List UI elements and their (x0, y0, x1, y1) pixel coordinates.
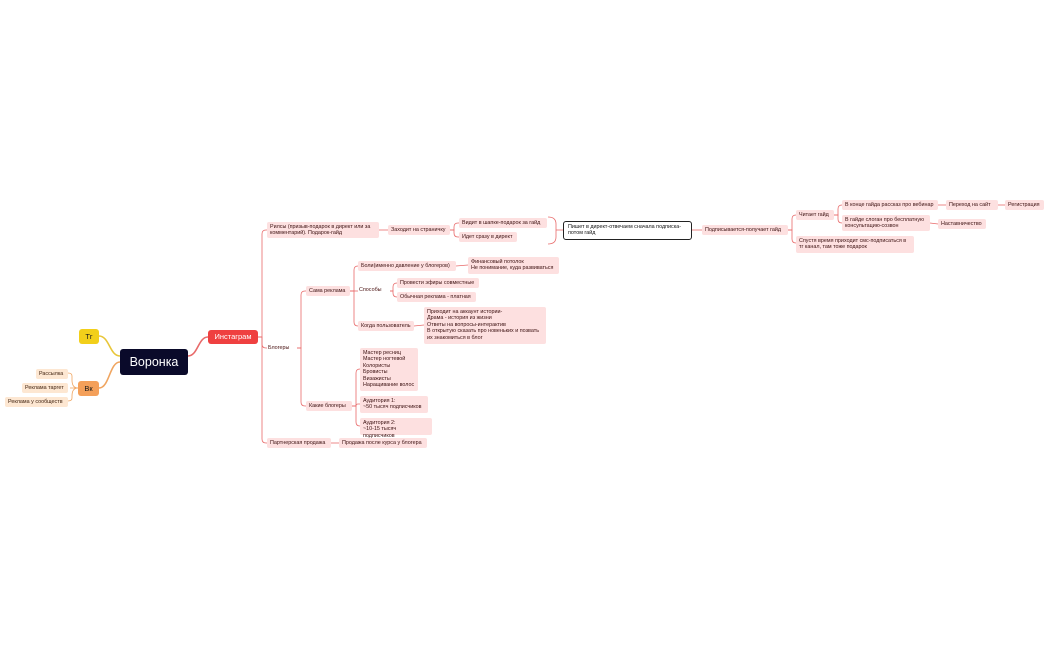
link-insta-0 (258, 229, 267, 338)
topic-when-user[interactable]: Когда пользователь (358, 321, 414, 332)
vk-item-community-ads[interactable]: Реклама у сообществ (5, 397, 68, 408)
topic-which-bloggers[interactable]: Какие блогеры (306, 401, 352, 412)
link-which-0 (352, 368, 361, 407)
topic-sees-header-gift[interactable]: Видит в шапке-подарок за гайд (459, 218, 547, 229)
topic-end-webinar[interactable]: В конце гайда рассказ про вебинар (842, 200, 938, 211)
link-pains-detail (455, 264, 469, 267)
link-bracket (547, 216, 557, 245)
topic-mentoring[interactable]: Наставничество (938, 219, 986, 230)
link-bloggers-0 (297, 290, 306, 349)
topic-subscribes[interactable]: Подписывается-получает гайд (702, 225, 788, 236)
link-slogan-mentoring (929, 222, 939, 225)
topic-ways[interactable]: Способы (359, 287, 382, 293)
topic-joint-streams[interactable]: Провести эфиры совместные (397, 278, 479, 289)
link-readguide-1 (834, 214, 843, 224)
link-root-vk (98, 361, 121, 389)
branch-telegram[interactable]: Тг (79, 329, 99, 344)
link-subscribe-0 (788, 214, 797, 231)
vk-item-target-ads[interactable]: Реклама таргет (22, 383, 68, 394)
topic-paid-ad[interactable]: Обычная реклама - платная (397, 292, 476, 303)
topic-when-user-detail[interactable]: Приходит на аккаунт истории- Драма - ист… (424, 307, 546, 344)
branch-instagram[interactable]: Инстаграм (208, 330, 258, 344)
topic-guide-slogan[interactable]: В гайде слоган про бесплатную консультац… (842, 215, 930, 231)
topic-master-types[interactable]: Мастер ресниц Мастер ногтевой Колористы … (360, 348, 418, 391)
vk-item-mailing[interactable]: Рассылка (36, 369, 68, 380)
root-topic[interactable]: Воронка (120, 349, 188, 375)
link-vk-community (67, 387, 79, 402)
topic-audience-2[interactable]: Аудитория 2: ~10-15 тысяч подписчиков (360, 418, 432, 439)
topic-audience-1[interactable]: Аудитория 1: ~50 тысяч подписчиков (360, 396, 428, 413)
link-ad-2 (350, 290, 359, 327)
branch-vk[interactable]: Вк (78, 381, 99, 396)
link-insta-1 (258, 336, 267, 349)
topic-writes-direct[interactable]: Пишет в директ-отвечаем сначала подписка… (563, 221, 692, 240)
link-vk-mailing (67, 372, 79, 389)
topic-registration[interactable]: Регистрация (1005, 200, 1044, 211)
topic-sale-after-course[interactable]: Продажа после курса у блогера (339, 438, 427, 449)
link-page-options-1 (450, 229, 459, 238)
link-subscribe-1 (788, 229, 797, 244)
link-ad-0 (350, 265, 359, 292)
topic-pains[interactable]: Боли(именно давление у блогеров) (358, 261, 456, 272)
link-when-detail (413, 324, 425, 327)
topic-reads-guide[interactable]: Читает гайд (796, 210, 834, 221)
link-which-2 (352, 405, 361, 427)
topic-ad-itself[interactable]: Сама реклама (306, 286, 350, 297)
link-readguide-0 (834, 204, 843, 216)
link-bloggers-1 (297, 347, 306, 407)
topic-sms-later[interactable]: Спустя время приходит смс-подписаться в … (796, 236, 914, 253)
link-page-options-0 (450, 222, 459, 231)
topic-to-site[interactable]: Переход на сайт (946, 200, 998, 211)
link-root-instagram (187, 336, 209, 357)
topic-pains-detail[interactable]: Финансовый потолок Не понимание, куда ра… (468, 257, 559, 274)
link-root-telegram (98, 335, 121, 357)
topic-goes-direct[interactable]: Идет сразу в директ (459, 232, 517, 243)
topic-reels[interactable]: Рилсы (призыв-подарок в директ или за ко… (267, 222, 379, 238)
topic-goes-to-page[interactable]: Заходит на страничку (388, 225, 450, 236)
link-ways-0 (390, 282, 398, 292)
topic-bloggers[interactable]: Блогеры (268, 345, 290, 351)
topic-partner-sale[interactable]: Партнерская продажа (267, 438, 331, 449)
link-ways-1 (390, 290, 398, 298)
link-insta-2 (258, 336, 267, 444)
